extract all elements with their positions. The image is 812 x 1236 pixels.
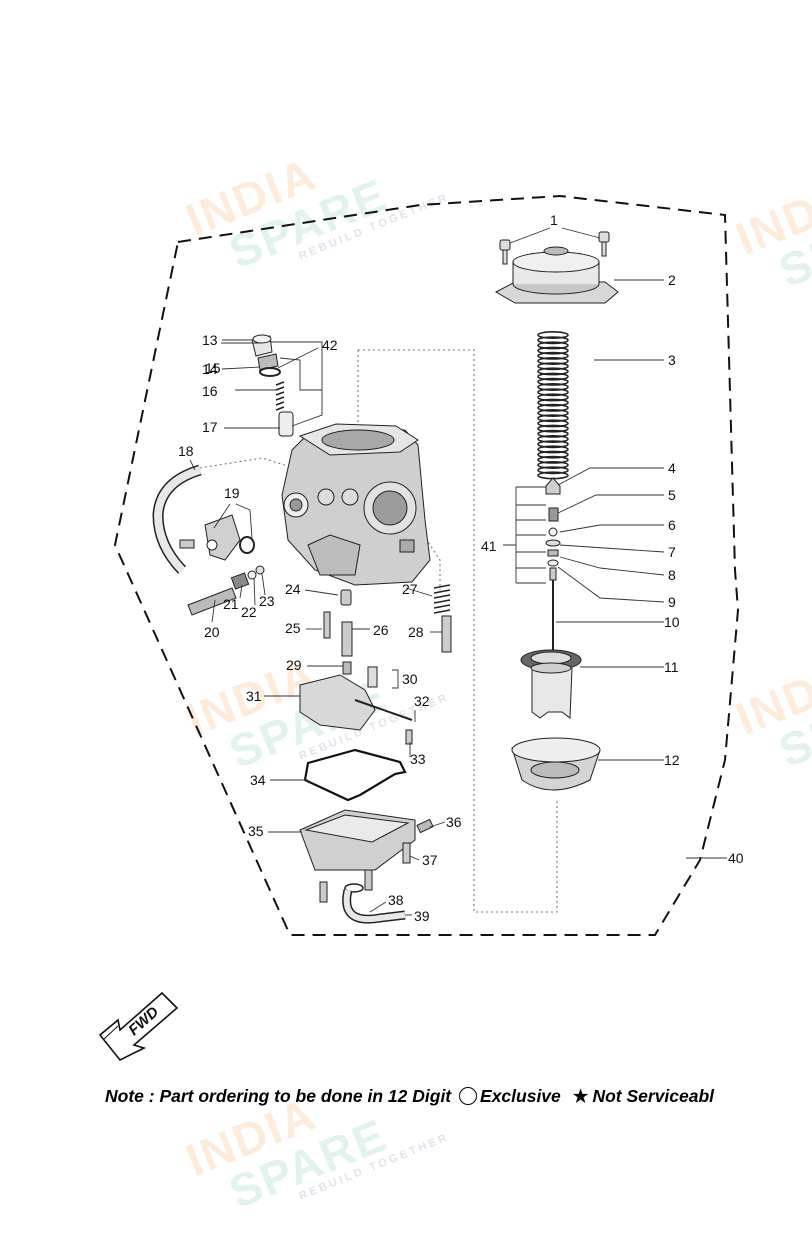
callout-37: 37 — [422, 852, 438, 868]
spring-coil — [537, 372, 569, 381]
callout-33: 33 — [410, 751, 426, 767]
callout-13: 13 — [202, 332, 218, 348]
callout-19: 19 — [224, 485, 240, 501]
callout-18: 18 — [178, 443, 194, 459]
callout-38: 38 — [388, 892, 404, 908]
part-needle-clip-set — [545, 477, 561, 581]
fwd-arrow-icon: FWD — [98, 991, 179, 1062]
callout-25: 25 — [285, 620, 301, 636]
spring-coil — [537, 367, 569, 376]
callout-26: 26 — [373, 622, 389, 638]
part-throttle-sensor — [179, 514, 255, 561]
spring-coil — [537, 403, 569, 412]
spring-coil — [537, 445, 569, 454]
callout-9: 9 — [668, 594, 676, 610]
callout-39: 39 — [414, 908, 430, 924]
spring-coil — [537, 460, 569, 469]
part-throttle-slide — [520, 649, 582, 719]
spring-coil — [537, 356, 569, 365]
spring-coil — [537, 419, 569, 428]
part-choke-plunger-set — [251, 334, 294, 437]
callout-numbers: 1 2 3 4 5 6 7 8 9 10 11 12 13 14 15 16 1… — [178, 212, 744, 924]
spring-coil — [537, 388, 569, 397]
part-jets — [323, 584, 452, 688]
spring-coil — [537, 393, 569, 402]
part-vent-hose — [152, 464, 202, 574]
star-icon: ★ — [572, 1086, 589, 1106]
callout-32: 32 — [414, 693, 430, 709]
assembly-boundary-dashed — [113, 194, 740, 936]
callout-10: 10 — [664, 614, 680, 630]
part-top-cover — [494, 246, 619, 304]
callout-6: 6 — [668, 517, 676, 533]
part-screws — [499, 231, 610, 265]
callout-2: 2 — [668, 272, 676, 288]
callout-35: 35 — [248, 823, 264, 839]
ordering-note: Note : Part ordering to be done in 12 Di… — [105, 1086, 714, 1107]
spring-coil — [537, 351, 569, 360]
callout-30: 30 — [402, 671, 418, 687]
callout-28: 28 — [408, 624, 424, 640]
spring-coil — [537, 466, 569, 475]
spring-coil — [537, 336, 569, 345]
callout-16: 16 — [202, 383, 218, 399]
callout-20: 20 — [204, 624, 220, 640]
callout-15: 15 — [205, 360, 221, 376]
callout-29: 29 — [286, 657, 302, 673]
leader-lines — [189, 227, 727, 916]
callout-21: 21 — [223, 596, 239, 612]
callout-1: 1 — [550, 212, 558, 228]
spring-coil — [537, 362, 569, 371]
spring-coil — [537, 346, 569, 355]
spring-coil — [537, 341, 569, 350]
spring-coil — [537, 455, 569, 464]
part-float-assembly — [299, 674, 413, 745]
part-float-chamber-gasket — [303, 748, 407, 802]
exclusive-circle-icon — [459, 1087, 478, 1105]
note-not-serviceable: Not Serviceabl — [592, 1086, 715, 1106]
callout-23: 23 — [259, 593, 275, 609]
part-carburetor-body — [281, 423, 431, 586]
callout-42: 42 — [322, 337, 338, 353]
callout-40: 40 — [728, 850, 744, 866]
part-diaphragm — [511, 737, 601, 791]
callout-7: 7 — [668, 544, 676, 560]
callout-14: 14 — [202, 361, 218, 377]
callout-31: 31 — [246, 688, 262, 704]
callout-27: 27 — [402, 581, 418, 597]
spring-coil — [537, 408, 569, 417]
callout-41: 41 — [481, 538, 497, 554]
callout-34: 34 — [250, 772, 266, 788]
spring-coil — [537, 330, 569, 339]
part-main-spring — [537, 330, 569, 480]
spring-coil — [537, 377, 569, 386]
note-exclusive: Exclusive — [480, 1086, 561, 1106]
callout-5: 5 — [668, 487, 676, 503]
callout-11: 11 — [664, 659, 679, 675]
callout-3: 3 — [668, 352, 676, 368]
callout-8: 8 — [668, 567, 676, 583]
spring-coil — [537, 398, 569, 407]
callout-12: 12 — [664, 752, 680, 768]
spring-coil — [537, 429, 569, 438]
callout-24: 24 — [285, 581, 301, 597]
callout-17: 17 — [202, 419, 218, 435]
part-idle-screw-set — [187, 565, 265, 616]
callout-22: 22 — [241, 604, 257, 620]
note-text: Note : Part ordering to be done in 12 Di… — [105, 1086, 452, 1106]
callout-4: 4 — [668, 460, 676, 476]
spring-coil — [537, 424, 569, 433]
spring-coil — [537, 434, 569, 443]
spring-coil — [537, 440, 569, 449]
carburetor-exploded-diagram: 1 2 3 4 5 6 7 8 9 10 11 12 13 14 15 16 1… — [98, 194, 744, 1062]
part-float-chamber — [299, 809, 434, 903]
callout-36: 36 — [446, 814, 462, 830]
spring-coil — [537, 450, 569, 459]
spring-coil — [537, 382, 569, 391]
spring-coil — [537, 414, 569, 423]
